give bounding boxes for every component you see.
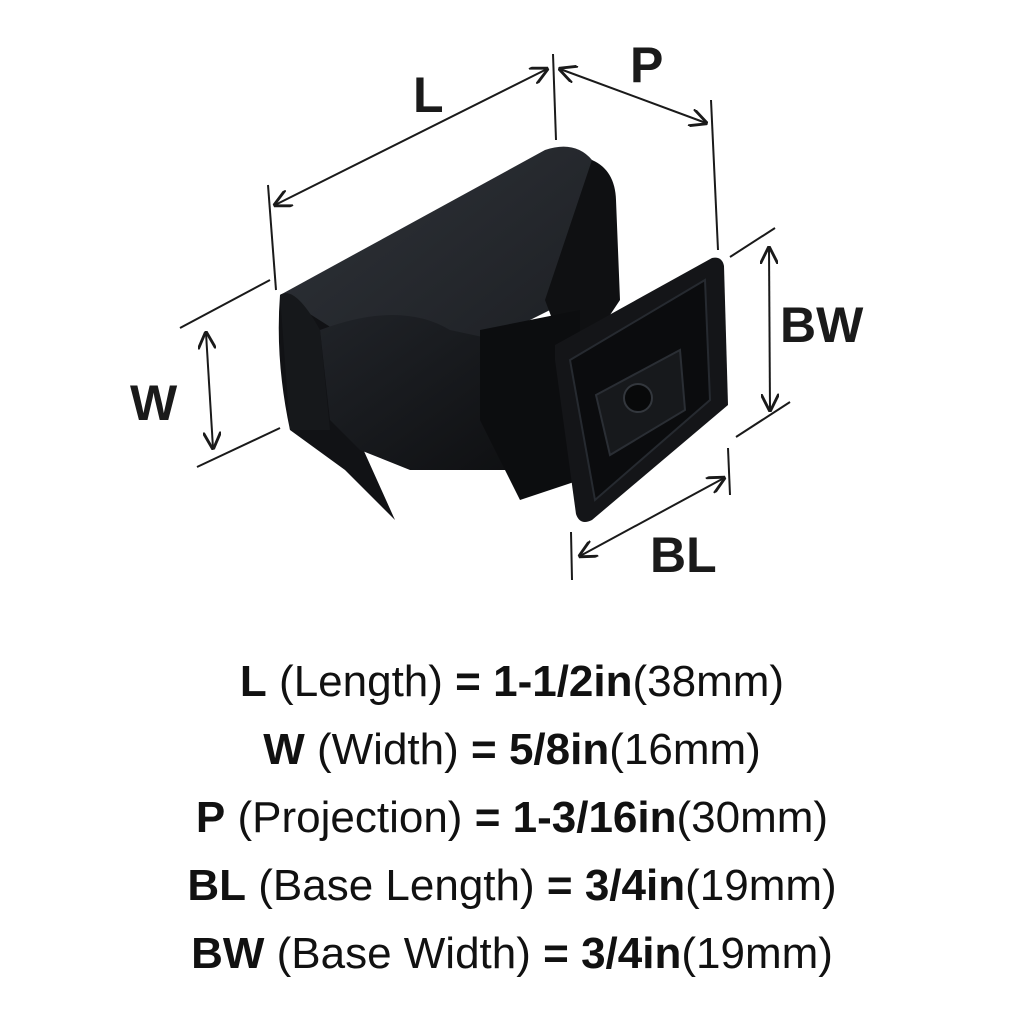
spec-metric: (16mm) <box>609 725 761 774</box>
spec-name: (Length) <box>279 657 443 706</box>
spec-equals: = <box>543 929 569 978</box>
spec-metric: (19mm) <box>681 929 833 978</box>
dimension-specs-list: L (Length) = 1-1/2in(38mm) W (Width) = 5… <box>0 648 1024 988</box>
spec-imperial: 1-3/16in <box>512 793 677 842</box>
spec-imperial: 3/4in <box>584 861 686 910</box>
spec-symbol: L <box>239 657 267 706</box>
spec-base-width: BW (Base Width) = 3/4in(19mm) <box>0 920 1024 988</box>
screw-hole-icon <box>623 383 653 413</box>
spec-equals: = <box>546 861 573 910</box>
spec-metric: (38mm) <box>632 657 785 706</box>
spec-width: W (Width) = 5/8in(16mm) <box>0 716 1024 784</box>
dimension-label-projection: P <box>630 37 664 93</box>
spec-equals: = <box>471 725 497 774</box>
knob-dimension-drawing: L P W BW BL <box>130 37 864 583</box>
spec-symbol: W <box>263 725 305 774</box>
spec-base-length: BL (Base Length) = 3/4in(19mm) <box>0 852 1024 920</box>
spec-projection: P (Projection) = 1-3/16in(30mm) <box>0 784 1024 852</box>
dimension-label-base-length: BL <box>650 527 717 583</box>
spec-metric: (19mm) <box>685 861 837 910</box>
spec-symbol: BW <box>191 929 265 978</box>
spec-name: (Width) <box>316 725 459 774</box>
spec-equals: = <box>474 793 501 842</box>
spec-imperial: 3/4in <box>581 929 682 978</box>
spec-name: (Base Length) <box>258 861 535 910</box>
spec-imperial: 1-1/2in <box>493 657 633 706</box>
dimension-label-base-width: BW <box>780 297 864 353</box>
spec-name: (Base Width) <box>276 929 531 978</box>
spec-metric: (30mm) <box>676 793 829 842</box>
dimension-label-length: L <box>413 67 444 123</box>
spec-symbol: BL <box>187 861 246 910</box>
knob-illustration <box>179 53 791 581</box>
spec-length: L (Length) = 1-1/2in(38mm) <box>0 648 1024 716</box>
spec-equals: = <box>455 657 481 706</box>
spec-imperial: 5/8in <box>508 725 610 774</box>
dimension-label-width: W <box>130 375 178 431</box>
spec-name: (Projection) <box>237 793 463 842</box>
spec-symbol: P <box>195 793 226 842</box>
